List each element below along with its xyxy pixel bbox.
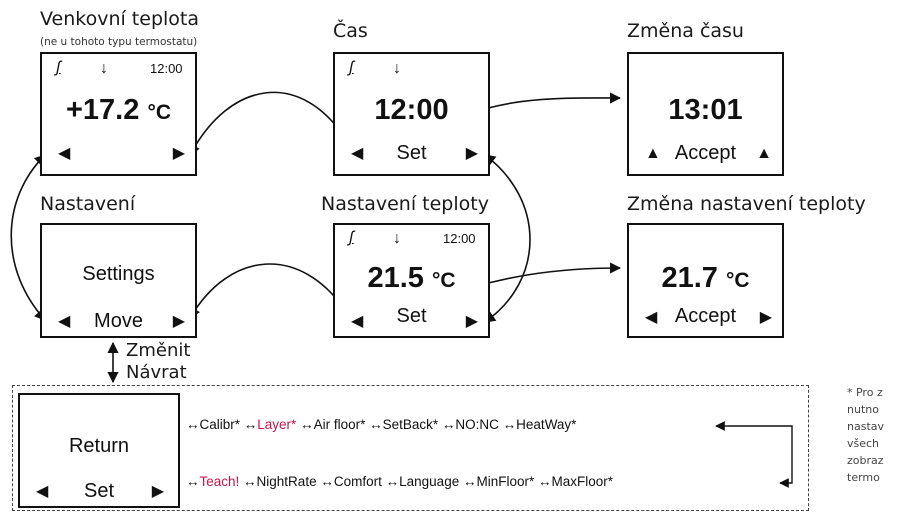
outdoor-title: Venkovní teplota — [40, 8, 200, 30]
menu-item-air-floor[interactable]: Air floor* — [313, 417, 366, 432]
tempchange-value: 21.7 — [661, 262, 718, 294]
outdoor-unit: °C — [147, 101, 172, 124]
menu-item-setback[interactable]: SetBack* — [382, 417, 439, 432]
arrow-outdoor-time — [189, 91, 346, 156]
outdoor-clock: 12:00 — [150, 61, 183, 76]
left-arrow-icon[interactable]: ◀ — [645, 309, 658, 326]
menu-item-no-nc[interactable]: NO:NC — [455, 417, 499, 432]
time-value: 12:00 — [374, 94, 449, 126]
time-accept-button[interactable]: Accept — [674, 142, 737, 164]
separator-icon: ↔ — [243, 474, 257, 489]
separator-icon: ↔ — [186, 474, 200, 489]
right-arrow-icon[interactable]: ▶ — [172, 145, 185, 162]
menu-item-minfloor[interactable]: MinFloor* — [476, 474, 535, 489]
return-label: Návrat — [126, 362, 187, 383]
footnote-line: zobraz — [847, 454, 884, 467]
separator-icon: ↔ — [385, 474, 400, 489]
arrow-down-icon: ↓ — [100, 60, 108, 77]
outdoor-screen: ʃ ↓ 12:00 +17.2 °C ◀ ▶ — [40, 52, 197, 176]
separator-icon: ↔ — [441, 417, 456, 432]
tempset-unit: °C — [431, 269, 456, 292]
right-arrow-icon[interactable]: ▶ — [465, 145, 478, 162]
menu-item-heatway[interactable]: HeatWay* — [516, 417, 577, 432]
tempset-value: 21.5 — [367, 262, 424, 294]
right-arrow-icon[interactable]: ▶ — [151, 483, 164, 500]
arrow-time-tempset — [484, 154, 531, 323]
tempset-set-button[interactable]: Set — [396, 305, 427, 327]
return-set-button[interactable]: Set — [83, 480, 115, 502]
menu-item-calibr[interactable]: Calibr* — [199, 417, 241, 432]
time-screen: ʃ ↓ 12:00 ◀ Set ▶ — [333, 52, 490, 176]
separator-icon: ↔ — [369, 417, 383, 432]
up-arrow-icon[interactable]: ▲ — [756, 145, 772, 162]
left-arrow-icon[interactable]: ◀ — [351, 145, 364, 162]
arrow-outdoor-settings — [10, 154, 46, 321]
tempset-screen: ʃ ↓ 12:00 21.5 °C ◀ Set ▶ — [333, 223, 490, 338]
separator-icon: ↔ — [300, 417, 314, 432]
outdoor-value-line: +17.2 °C — [42, 94, 195, 127]
separator-icon: ↔ — [502, 417, 517, 432]
footnote-line: termo — [847, 471, 880, 484]
menu-item-language[interactable]: Language — [399, 474, 460, 489]
left-arrow-icon[interactable]: ◀ — [36, 483, 49, 500]
arrow-down-icon: ↓ — [393, 60, 401, 77]
time-change-title: Změna času — [627, 20, 744, 42]
change-label: Změnit — [126, 340, 191, 361]
right-arrow-icon[interactable]: ▶ — [465, 313, 478, 330]
up-arrow-icon[interactable]: ▲ — [645, 145, 661, 162]
separator-icon: ↔ — [320, 474, 334, 489]
settings-screen: Settings ◀ Move ▶ — [40, 223, 197, 338]
right-arrow-icon[interactable]: ▶ — [172, 313, 185, 330]
tempset-value-line: 21.5 °C — [335, 262, 488, 295]
left-arrow-icon[interactable]: ◀ — [58, 313, 71, 330]
tempchange-screen: 21.7 °C ◀ Accept ▶ — [627, 223, 784, 338]
footnote-line: nutno — [847, 403, 879, 416]
settings-move-button[interactable]: Move — [94, 310, 143, 332]
settings-label: Settings — [82, 263, 155, 285]
time-set-button[interactable]: Set — [396, 142, 427, 164]
heating-icon: ʃ — [56, 59, 61, 76]
menu-box — [12, 385, 809, 511]
time-change-screen: 13:01 ▲ Accept ▲ — [627, 52, 784, 176]
tempset-clock: 12:00 — [443, 231, 476, 246]
left-arrow-icon[interactable]: ◀ — [58, 145, 71, 162]
arrow-down-icon: ↓ — [393, 230, 401, 247]
time-change-value: 13:01 — [668, 94, 743, 126]
footnote-line: nastav — [847, 420, 885, 433]
menu-item-nightrate[interactable]: NightRate — [256, 474, 317, 489]
arrow-settings-tempset — [189, 263, 346, 319]
menu-item-maxfloor[interactable]: MaxFloor* — [551, 474, 614, 489]
arrow-menu-wrap — [728, 425, 793, 488]
menu-row-1: ↔Calibr* ↔Layer* ↔Air floor* ↔SetBack* ↔… — [186, 417, 576, 432]
separator-icon: ↔ — [243, 417, 258, 432]
menu-item-layer[interactable]: Layer* — [257, 417, 297, 432]
return-label-screen: Return — [68, 435, 130, 457]
heating-icon: ʃ — [349, 59, 354, 76]
tempset-title: Nastavení teploty — [321, 193, 489, 215]
tempchange-unit: °C — [725, 269, 750, 292]
menu-row-2: ↔Teach! ↔NightRate ↔Comfort ↔Language ↔M… — [186, 474, 613, 489]
separator-icon: ↔ — [186, 417, 200, 432]
right-arrow-icon[interactable]: ▶ — [759, 309, 772, 326]
footnote-line: všech — [847, 437, 880, 450]
outdoor-value: +17.2 — [65, 94, 140, 126]
tempchange-title: Změna nastavení teploty — [627, 193, 866, 215]
return-screen: Return ◀ Set ▶ — [18, 393, 180, 508]
menu-item-teach[interactable]: Teach! — [199, 474, 240, 489]
time-title: Čas — [333, 20, 368, 42]
footnote: * Pro z nutno nastav všech zobraz termo — [847, 384, 884, 486]
tempchange-accept-button[interactable]: Accept — [674, 305, 737, 327]
tempchange-value-line: 21.7 °C — [629, 262, 782, 295]
menu-item-comfort[interactable]: Comfort — [333, 474, 382, 489]
separator-icon: ↔ — [462, 474, 477, 489]
footnote-line: * Pro z — [847, 386, 883, 399]
left-arrow-icon[interactable]: ◀ — [351, 313, 364, 330]
separator-icon: ↔ — [538, 474, 552, 489]
heating-icon: ʃ — [349, 229, 354, 246]
outdoor-subtitle: (ne u tohoto typu termostatu) — [40, 36, 198, 48]
settings-title: Nastavení — [40, 193, 136, 215]
